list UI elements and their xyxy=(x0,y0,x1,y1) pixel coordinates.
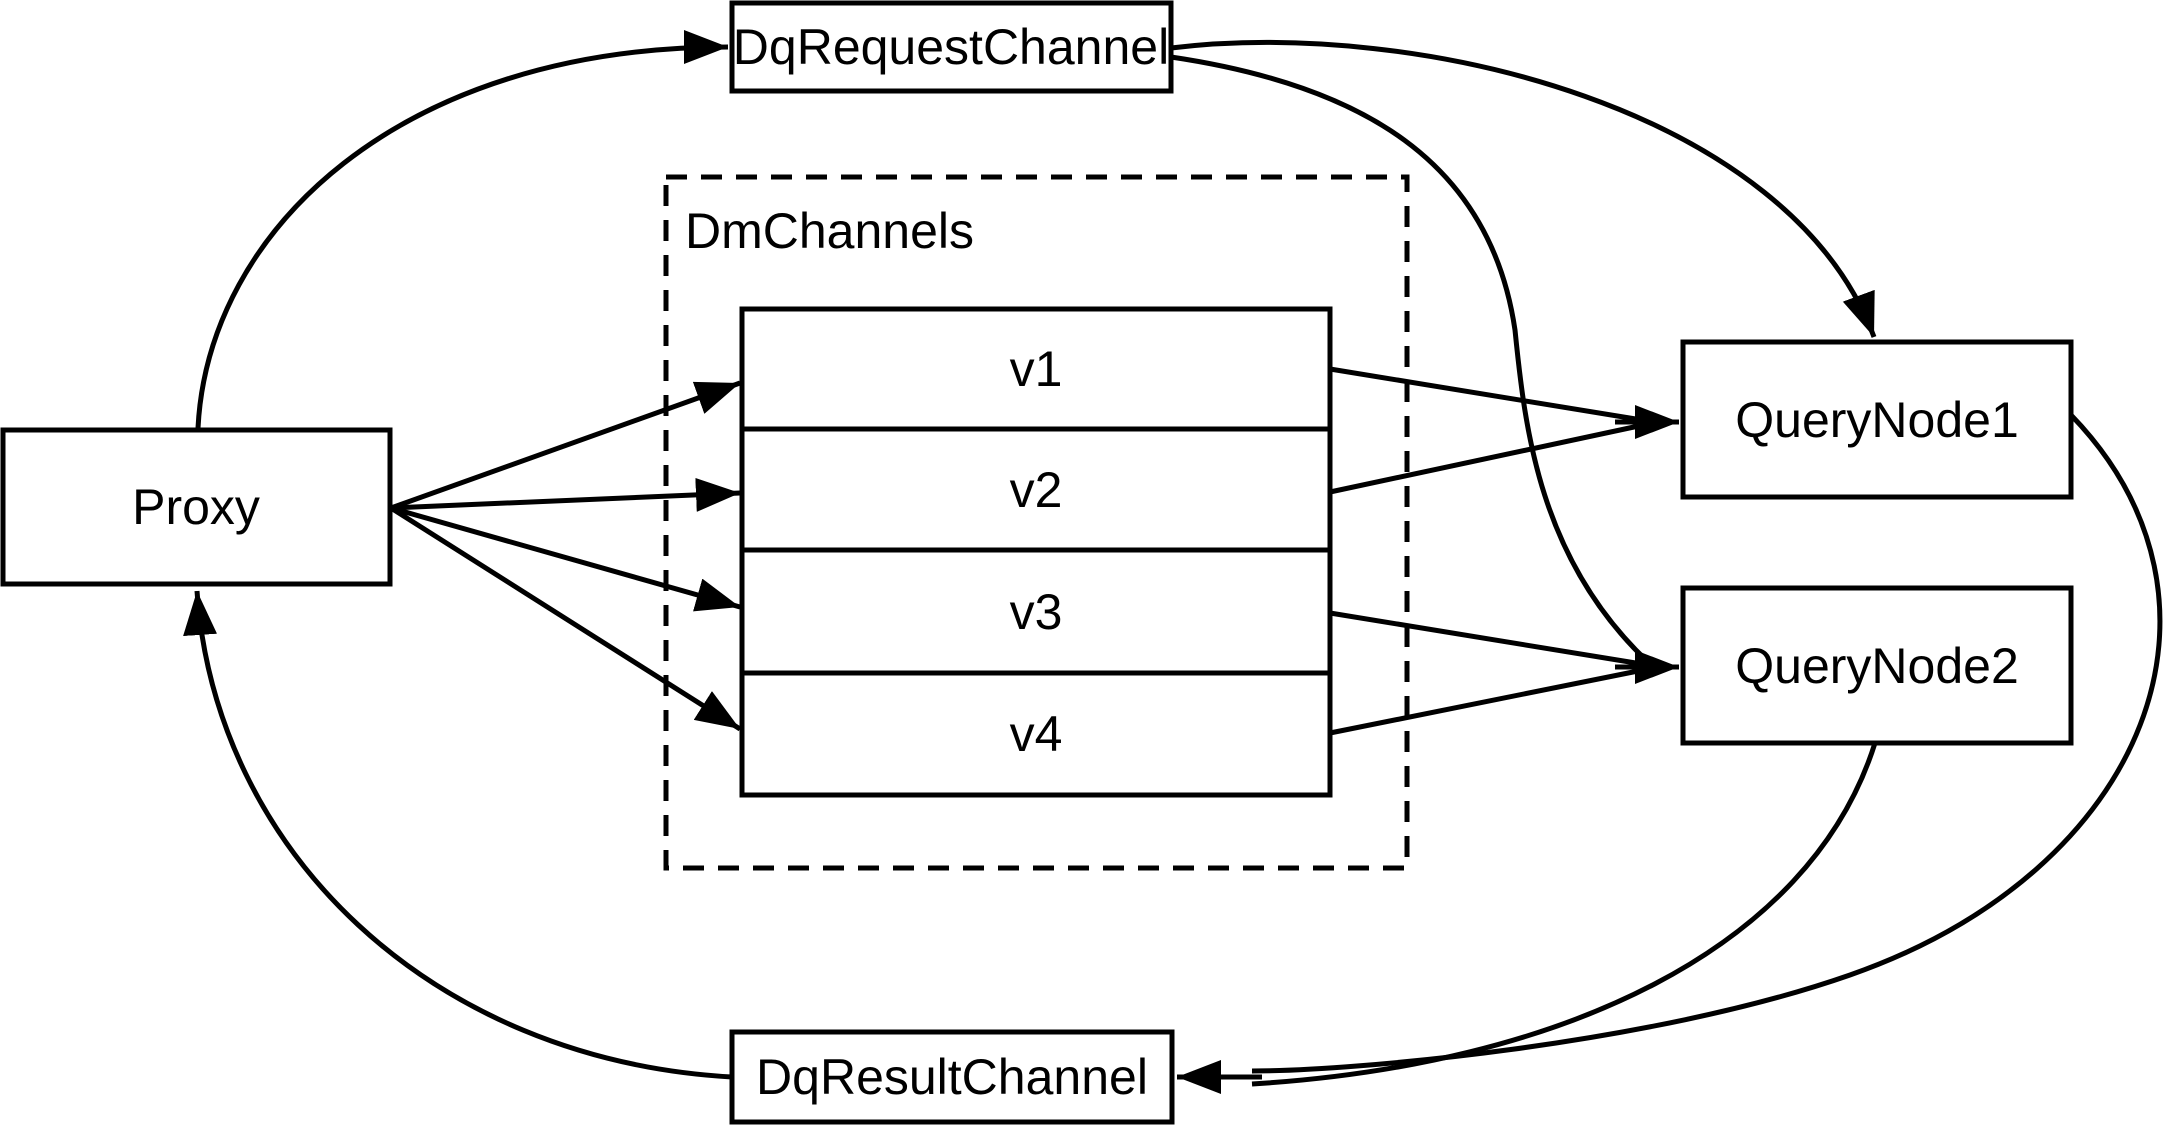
dmchannels-label: DmChannels xyxy=(685,203,974,259)
dmchannels-group-box xyxy=(663,174,1410,871)
proxy-label: Proxy xyxy=(132,479,260,535)
node-querynode1 xyxy=(1680,339,2074,500)
edge-proxy-to-v3 xyxy=(390,505,741,612)
node-querynode2 xyxy=(1680,585,2074,746)
edge-v4-to-querynode2 xyxy=(1329,666,1649,736)
edge-proxy-to-v4 xyxy=(389,505,742,732)
dqresultchannel-label: DqResultChannel xyxy=(756,1049,1148,1105)
channel-row-v4: v4 xyxy=(1010,706,1063,762)
edge-querynode1-to-dqresultchannel xyxy=(1251,413,2163,1074)
node-dqresultchannel xyxy=(729,1029,1175,1125)
edge-proxy-to-dqrequestchannel xyxy=(195,30,729,429)
channel-row-v2: v2 xyxy=(1010,462,1063,518)
querynode1-label: QueryNode1 xyxy=(1735,392,2019,448)
edge-proxy-to-v2 xyxy=(390,477,741,512)
edge-dqresultchannel-to-proxy xyxy=(183,590,733,1080)
edge-querynode2-to-dqresultchannel xyxy=(1251,742,1878,1087)
edge-v2-to-querynode1 xyxy=(1329,421,1649,495)
channel-row-v3: v3 xyxy=(1010,584,1063,640)
channel-row-v1: v1 xyxy=(1010,341,1063,397)
edge-dqrequestchannel-to-querynode2 xyxy=(1170,54,1650,664)
querynode2-label: QueryNode2 xyxy=(1735,638,2019,694)
edge-v3-to-querynode2 xyxy=(1329,610,1649,668)
node-proxy xyxy=(0,427,393,587)
edge-v1-to-querynode1 xyxy=(1329,366,1649,424)
dqrequestchannel-label: DqRequestChannel xyxy=(733,19,1169,75)
edge-proxy-to-v1 xyxy=(390,380,741,511)
node-dqrequestchannel xyxy=(729,0,1174,94)
edge-dqrequestchannel-to-querynode1 xyxy=(1170,40,1877,338)
